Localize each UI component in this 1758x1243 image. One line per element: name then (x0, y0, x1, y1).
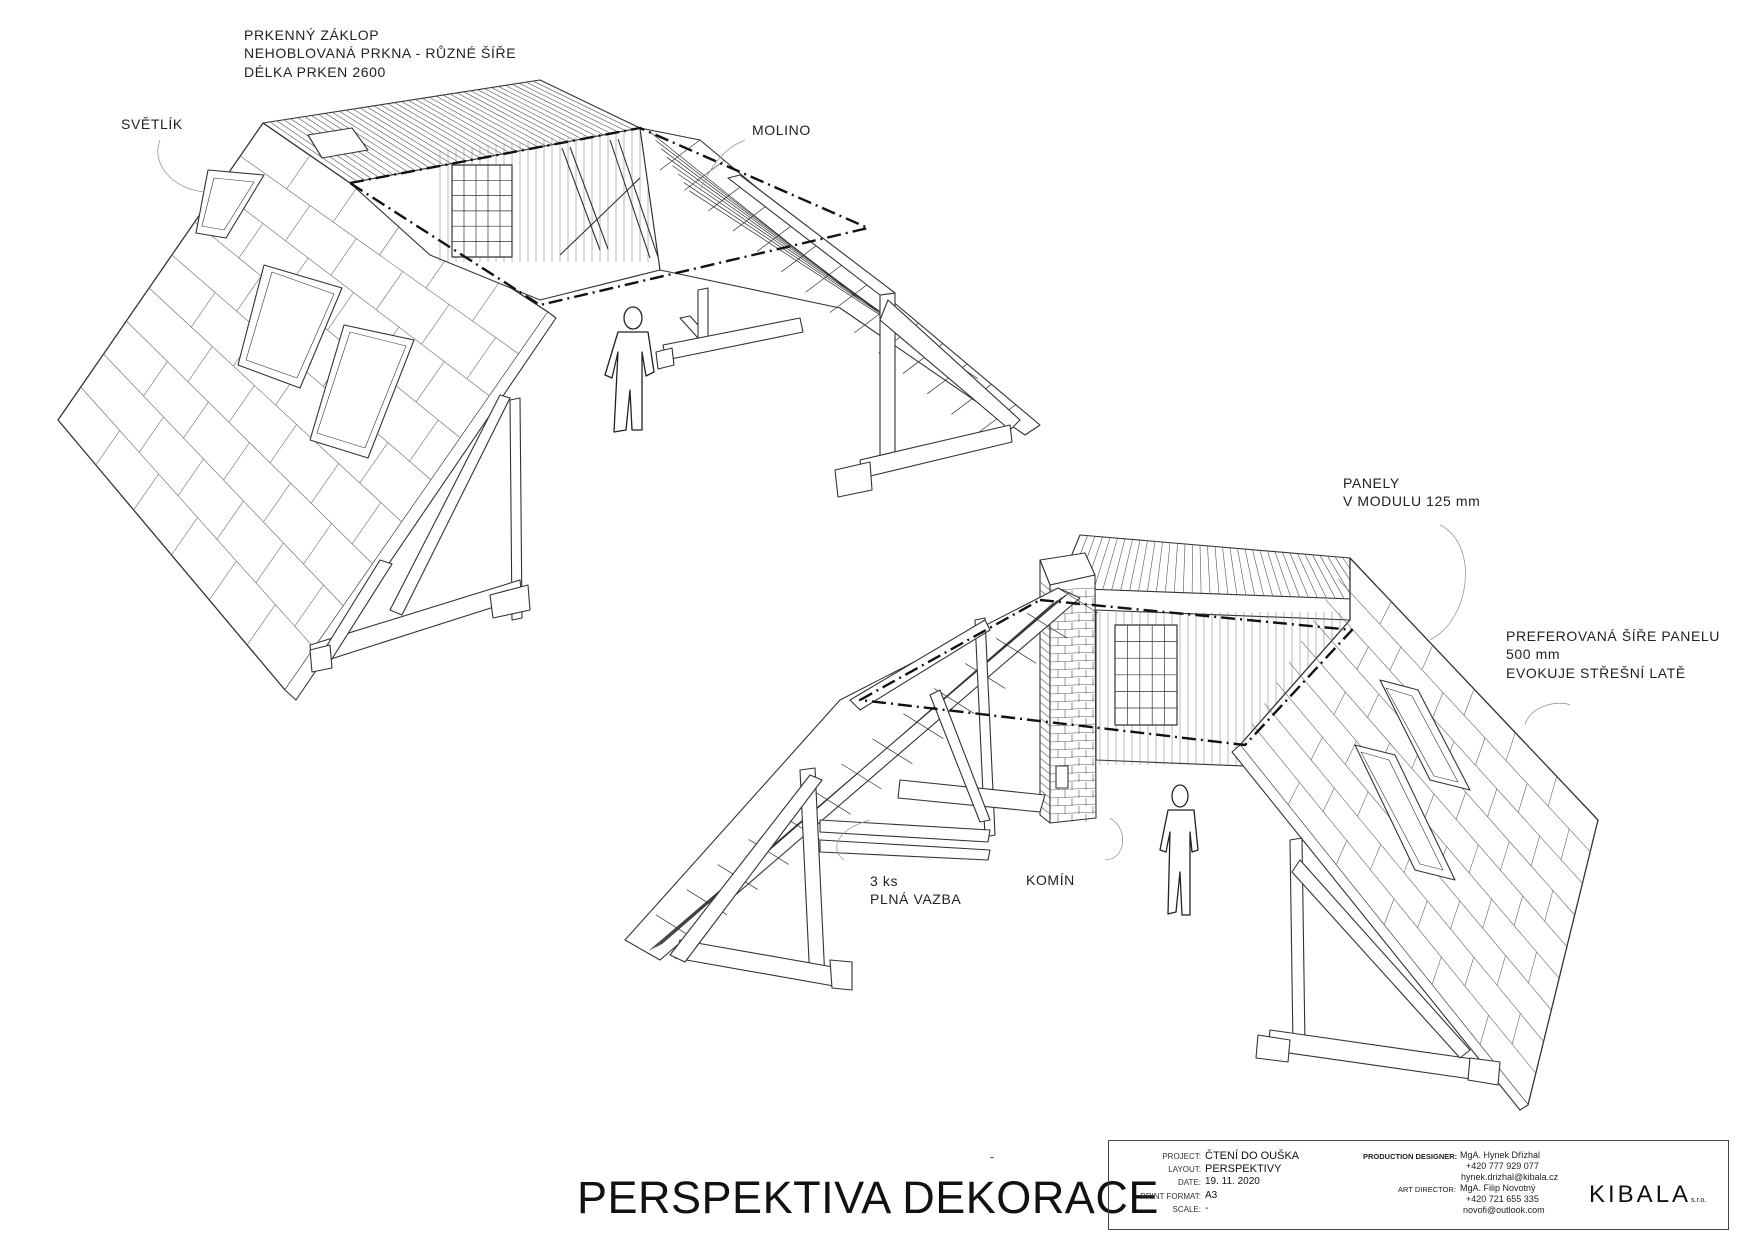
panel-slope-lower-right (1231, 557, 1599, 1111)
back-wall-upper (349, 127, 661, 301)
molino-line-upper (349, 126, 870, 307)
label-panels-1: PANELY (1343, 475, 1400, 491)
project-value: ČTENÍ DO OUŠKA (1205, 1150, 1300, 1162)
ad-phone: +420 721 655 335 (1466, 1194, 1539, 1204)
board-roof-lower (1057, 534, 1381, 601)
ad-email: novofi@outlook.com (1463, 1205, 1545, 1215)
title-block: PROJECT: ČTENÍ DO OUŠKA LAYOUT: PERSPEKT… (1108, 1140, 1729, 1230)
logo-text: KIBALA (1589, 1181, 1692, 1208)
support-truss-lower-right (1255, 837, 1501, 1086)
logo-suffix: s.r.o. (1691, 1197, 1707, 1204)
layout-key: LAYOUT: (1168, 1165, 1201, 1174)
window-opening (237, 264, 343, 389)
upper-set (57, 79, 1041, 701)
label-board-roof-1: PRKENNÝ ZÁKLOP (244, 27, 380, 43)
pd-email: hynek.drizhal@kibala.cz (1461, 1172, 1559, 1182)
date-key: DATE: (1178, 1178, 1201, 1187)
human-figure-upper (604, 306, 655, 433)
rafters-upper-right (639, 127, 1041, 498)
format-key: PRINT FORMAT: (1140, 1192, 1201, 1201)
label-board-roof-3: DÉLKA PRKEN 2600 (244, 64, 386, 80)
lower-set (624, 534, 1599, 1111)
label-panels-2: V MODULU 125 mm (1343, 493, 1481, 509)
art-director-key: ART DIRECTOR: (1398, 1185, 1456, 1194)
tick-mark (990, 1157, 994, 1158)
format-value: A3 (1205, 1190, 1218, 1201)
label-panel-width-1: PREFEROVANÁ ŠÍŘE PANELU (1506, 628, 1720, 644)
window-opening (309, 324, 415, 459)
molino-line-lower (858, 598, 1354, 747)
scale-key: SCALE: (1172, 1205, 1201, 1214)
label-panel-width-2: 500 mm (1506, 646, 1561, 662)
ad-name: MgA. Filip Novotný (1460, 1183, 1536, 1193)
skylight-window (195, 169, 265, 239)
pd-name: MgA. Hynek Dřízhal (1460, 1150, 1541, 1160)
human-figure-lower (1159, 784, 1199, 916)
pd-phone: +420 777 929 077 (1466, 1161, 1539, 1171)
label-panel-width-3: EVOKUJE STŘEŠNÍ LATĚ (1506, 665, 1686, 681)
date-value: 19. 11. 2020 (1205, 1176, 1260, 1187)
board-roof-upper (262, 79, 641, 184)
label-truss-1: 3 ks (870, 873, 899, 889)
scale-value: - (1205, 1203, 1209, 1214)
layout-value: PERSPEKTIVY (1205, 1163, 1282, 1175)
label-truss-2: PLNÁ VAZBA (870, 891, 962, 907)
rafters-lower-left (624, 587, 1099, 991)
kibala-logo: KIBALAs.r.o. (1589, 1181, 1706, 1209)
label-chimney: KOMÍN (1026, 872, 1075, 888)
drawing-title: PERSPEKTIVA DEKORACE (577, 1172, 1159, 1223)
support-truss-upper-left (309, 394, 531, 673)
label-board-roof-2: NEHOBLOVANÁ PRKNA - RŮZNÉ ŠÍŘE (244, 45, 517, 61)
production-designer-key: PRODUCTION DESIGNER: (1363, 1152, 1458, 1161)
window-opening (1354, 744, 1456, 881)
project-key: PROJECT: (1162, 1152, 1201, 1161)
label-molino: MOLINO (752, 122, 811, 138)
label-skylight: SVĚTLÍK (121, 116, 183, 132)
leader-lines (157, 139, 1571, 861)
